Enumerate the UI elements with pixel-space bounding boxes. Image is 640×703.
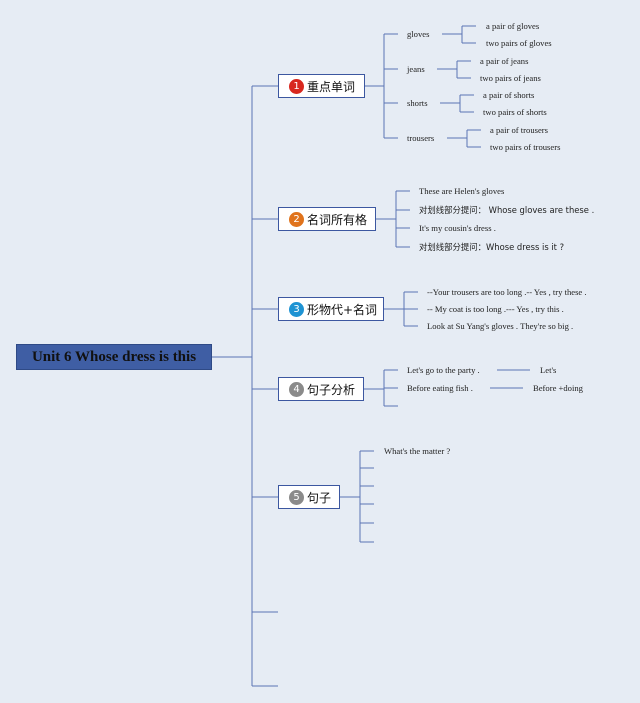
possessive-item-2[interactable]: 对划线部分提问： Whose gloves are these . [419, 205, 595, 215]
number-badge-2: 2 [289, 211, 304, 227]
analysis-sentence-1[interactable]: Let's go to the party . [407, 365, 480, 375]
root-topic[interactable]: Unit 6 Whose dress is this [16, 344, 212, 370]
gloves-plural[interactable]: two pairs of gloves [486, 38, 552, 48]
branch-label: 句子分析 [307, 382, 356, 397]
word-shorts[interactable]: shorts [407, 98, 428, 108]
word-trousers[interactable]: trousers [407, 133, 435, 143]
branch-possessive-nouns[interactable]: 2 名词所有格 [278, 207, 376, 231]
jeans-single[interactable]: a pair of jeans [480, 56, 529, 66]
sentence-item-1[interactable]: What's the matter ? [384, 446, 451, 456]
branch-sentences[interactable]: 5 句子 [278, 485, 340, 509]
branch-sentence-analysis[interactable]: 4 句子分析 [278, 377, 364, 401]
branch-label: 形物代+名词 [307, 302, 378, 317]
jeans-plural[interactable]: two pairs of jeans [480, 73, 541, 83]
analysis-note-2[interactable]: Before +doing [533, 383, 583, 393]
shorts-single[interactable]: a pair of shorts [483, 90, 535, 100]
branch-label: 句子 [307, 490, 332, 505]
branch-key-words[interactable]: 1 重点单词 [278, 74, 365, 98]
trousers-single[interactable]: a pair of trousers [490, 125, 548, 135]
gloves-single[interactable]: a pair of gloves [486, 21, 540, 31]
branch-label: 重点单词 [307, 79, 356, 94]
shorts-plural[interactable]: two pairs of shorts [483, 107, 547, 117]
possessive-item-1[interactable]: These are Helen's gloves [419, 186, 505, 196]
analysis-note-1[interactable]: Let's [540, 365, 557, 375]
pronoun-item-3[interactable]: Look at Su Yang's gloves . They're so bi… [427, 321, 574, 331]
number-badge-3: 3 [289, 301, 304, 317]
word-jeans[interactable]: jeans [407, 64, 425, 74]
pronoun-item-1[interactable]: --Your trousers are too long .-- Yes , t… [427, 287, 587, 297]
branch-possessive-pronouns[interactable]: 3 形物代+名词 [278, 297, 384, 321]
number-badge-5: 5 [289, 489, 304, 505]
analysis-sentence-2[interactable]: Before eating fish . [407, 383, 473, 393]
word-gloves[interactable]: gloves [407, 29, 430, 39]
possessive-item-4[interactable]: 对划线部分提问：Whose dress is it ? [419, 242, 565, 252]
possessive-item-3[interactable]: It's my cousin's dress . [419, 223, 496, 233]
pronoun-item-2[interactable]: -- My coat is too long .--- Yes , try th… [427, 304, 564, 314]
trousers-plural[interactable]: two pairs of trousers [490, 142, 561, 152]
branch-label: 名词所有格 [307, 212, 368, 227]
number-badge-1: 1 [289, 78, 304, 94]
number-badge-4: 4 [289, 381, 304, 397]
